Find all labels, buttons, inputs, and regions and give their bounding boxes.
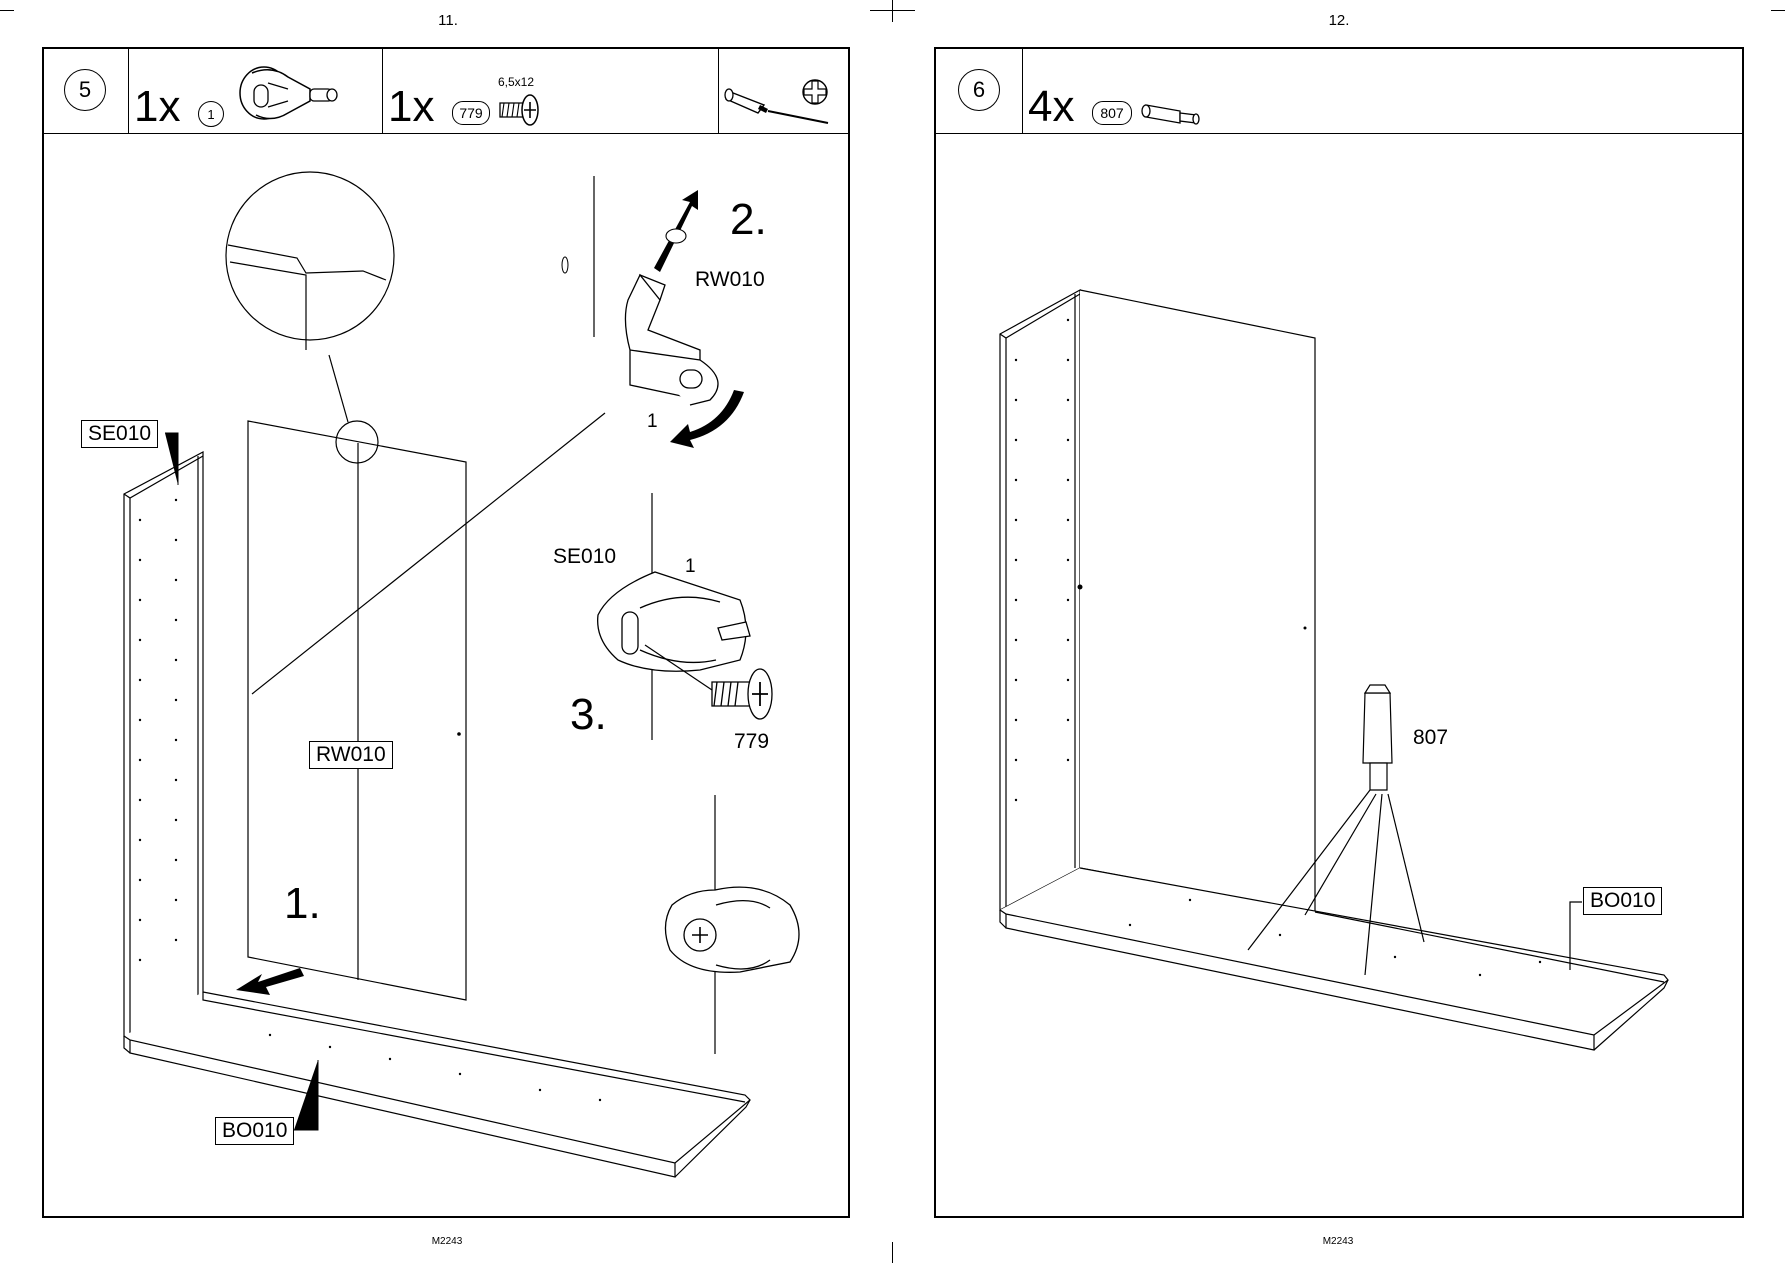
screw-number: 779 <box>734 730 770 753</box>
fitting-number: 1 <box>685 556 696 577</box>
cam-lock-fitting-icon <box>239 66 338 120</box>
part-number: 779 <box>452 101 490 125</box>
step-6-header: 6 4x 807 <box>936 49 1742 134</box>
step-5-header: 5 1x 1 1x 779 6,5x12 <box>44 49 848 134</box>
step-number-cell: 5 <box>44 49 129 133</box>
step-number: 6 <box>958 69 1000 111</box>
substep-3: 3. <box>570 690 607 739</box>
substep-2: 2. <box>730 195 767 244</box>
part-quantity: 4x <box>1028 82 1075 131</box>
part-807-cell: 4x 807 <box>1022 49 1742 133</box>
step-5-panel: 5 1x 1 1x 779 6,5x12 <box>42 47 850 1218</box>
part-label-rw010: RW010 <box>309 741 393 769</box>
part-number: 1 <box>198 101 224 127</box>
part-label-bo010: BO010 <box>1583 887 1663 915</box>
part-number: 807 <box>1092 101 1132 125</box>
fitting-number: 1 <box>647 411 658 432</box>
crop-mark <box>892 1242 893 1263</box>
pin-number: 807 <box>1413 726 1449 749</box>
detail-label-rw010: RW010 <box>695 268 765 291</box>
footer-code: M2243 <box>1322 1236 1354 1247</box>
part-1-cell: 1x 1 <box>128 49 383 133</box>
screw-size: 6,5x12 <box>498 75 535 89</box>
crop-mark <box>892 0 893 22</box>
detail-label-se010: SE010 <box>553 545 617 568</box>
screwdriver-icon <box>724 88 829 124</box>
page-number: 12. <box>1328 12 1350 29</box>
phillips-head-icon <box>802 79 828 105</box>
page-number: 11. <box>438 12 458 29</box>
step-number: 5 <box>64 69 106 111</box>
step-number-cell: 6 <box>936 49 1023 133</box>
shelf-pin-icon <box>1141 104 1200 125</box>
part-quantity: 1x <box>134 82 181 131</box>
crop-mark <box>1771 10 1785 11</box>
screw-icon <box>499 94 539 126</box>
substep-1: 1. <box>284 879 321 928</box>
crop-mark <box>0 10 14 11</box>
part-quantity: 1x <box>388 82 435 131</box>
footer-code: M2243 <box>431 1236 463 1247</box>
tools-cell <box>718 49 848 133</box>
part-label-bo010: BO010 <box>215 1117 295 1145</box>
step-6-panel: 6 4x 807 <box>934 47 1744 1218</box>
part-label-se010: SE010 <box>81 420 159 448</box>
part-779-cell: 1x 779 6,5x12 <box>382 49 719 133</box>
